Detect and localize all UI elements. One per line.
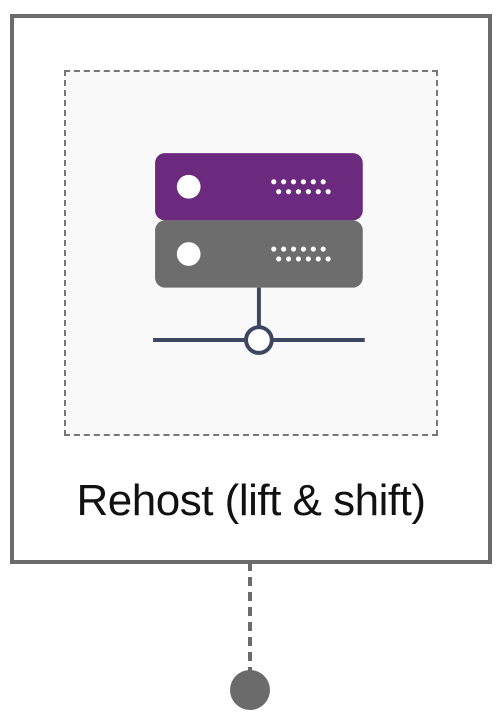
rehost-card: Rehost (lift & shift) bbox=[10, 14, 492, 564]
option-label: Rehost (lift & shift) bbox=[76, 476, 426, 525]
network-connection bbox=[153, 287, 365, 355]
connector-endpoint-dot bbox=[230, 670, 270, 710]
server-unit-top bbox=[155, 153, 363, 221]
icon-container bbox=[64, 70, 438, 436]
server-unit-bottom bbox=[155, 220, 363, 288]
server-network-icon bbox=[153, 153, 365, 355]
